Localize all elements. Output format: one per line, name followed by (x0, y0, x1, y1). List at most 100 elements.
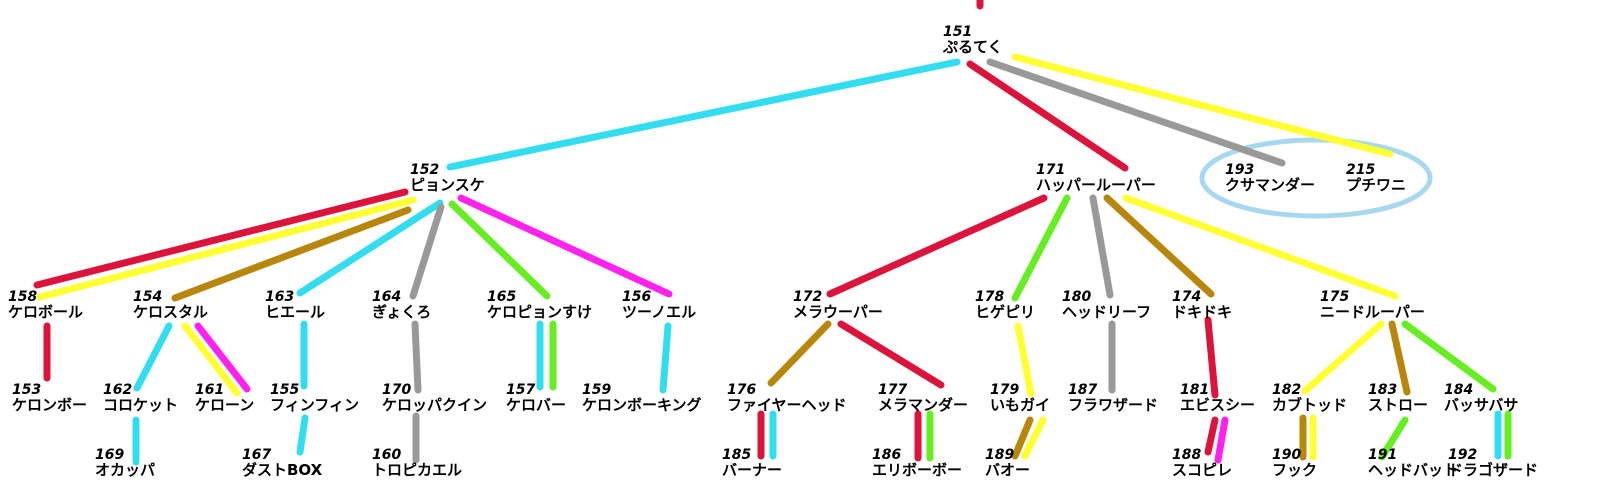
edge-156-159 (659, 322, 672, 394)
node-number: 180 (1062, 289, 1092, 305)
edge-175-184 (1401, 320, 1497, 393)
node-label: ぎょくろ (372, 303, 432, 321)
edge-151-193 (986, 58, 1286, 167)
node-label: ケロスタル (133, 303, 209, 321)
edge-179-189-2 (1021, 416, 1047, 460)
node-label: エビスシー (1180, 396, 1256, 414)
node-label: メラウーパー (793, 303, 883, 321)
node-number: 152 (410, 162, 440, 178)
edge-179-189-1 (1011, 416, 1034, 460)
node-label: バッサバサ (1444, 396, 1519, 414)
node-number: 177 (878, 382, 908, 398)
edge-152-154 (171, 206, 412, 302)
node-label: ダストBOX (242, 461, 323, 479)
node-number: 189 (985, 447, 1015, 463)
node-label: バオー (985, 461, 1031, 479)
node-label: フラワザード (1068, 396, 1159, 414)
node-number: 191 (1368, 447, 1398, 463)
node-number: 172 (793, 289, 823, 305)
node-number: 215 (1346, 162, 1376, 178)
node-label: ケロンボーキング (582, 396, 702, 414)
node-number: 163 (265, 289, 295, 305)
edge-181-188-2 (1214, 416, 1229, 464)
node-label: プチワニ (1346, 176, 1407, 194)
node-label: ケロピョンすけ (487, 303, 593, 321)
node-number: 162 (103, 382, 133, 398)
node-label: ニードルーパー (1320, 303, 1425, 321)
node-label: ケロボール (8, 303, 84, 321)
edge-151-215 (1011, 53, 1394, 158)
node-label: ドラゴザード (1448, 461, 1539, 479)
node-number: 165 (487, 289, 517, 305)
node-number: 170 (382, 382, 412, 398)
edge-171-172 (826, 194, 1048, 298)
edge-172-177 (837, 320, 945, 389)
node-number: 175 (1320, 289, 1350, 305)
node-label: ヘッドバット (1368, 461, 1459, 479)
edge-172-176 (767, 320, 832, 387)
node-label: カブトッド (1272, 396, 1348, 414)
node-number: 193 (1225, 162, 1255, 178)
node-number: 156 (622, 289, 652, 305)
node-number: 190 (1272, 447, 1302, 463)
node-label: いもガイ (990, 396, 1051, 414)
node-label: メラマンダー (878, 396, 969, 414)
node-label: スコピレ (1172, 461, 1233, 479)
edge-171-174 (1103, 194, 1215, 298)
node-number: 174 (1172, 289, 1202, 305)
node-number: 151 (943, 24, 973, 40)
node-number: 160 (372, 447, 402, 463)
node-label: フィンフィン (270, 396, 359, 414)
node-number: 159 (582, 382, 612, 398)
node-number: 181 (1180, 382, 1210, 398)
node-label: ファイヤーヘッド (727, 396, 847, 414)
edge-171-175 (1122, 194, 1399, 300)
edge-151-152 (446, 58, 961, 171)
node-label: クサマンダー (1225, 176, 1316, 194)
edge-175-182 (1301, 320, 1385, 395)
edge-174-181 (1204, 316, 1219, 399)
node-label: ヘッドリーフ (1062, 303, 1152, 321)
node-number: 164 (372, 289, 402, 305)
node-number: 188 (1172, 447, 1202, 463)
edge-152-163 (296, 199, 444, 297)
node-label: コロケット (103, 396, 179, 414)
edge-175-183 (1388, 320, 1411, 396)
node-label: ピョンスケ (410, 176, 485, 194)
edge-152-164 (409, 203, 445, 300)
edge-152-156 (457, 194, 673, 298)
node-number: 167 (242, 447, 272, 463)
edge-171-180 (1089, 194, 1114, 299)
node-number: 187 (1068, 382, 1098, 398)
node-number: 182 (1272, 382, 1302, 398)
